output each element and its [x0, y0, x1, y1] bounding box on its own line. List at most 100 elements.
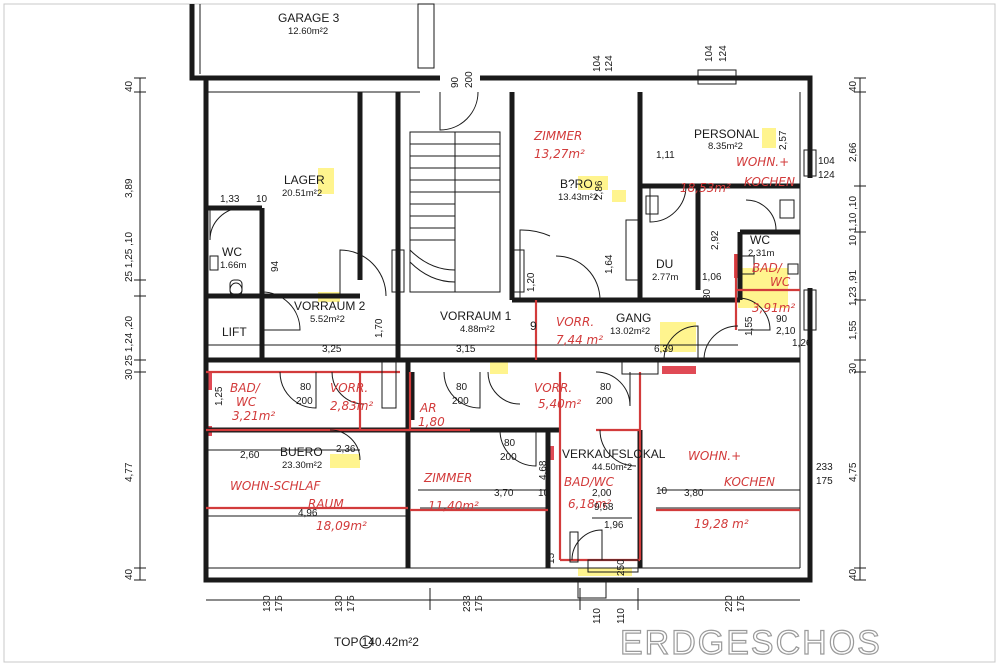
door-dim: 200	[596, 396, 613, 407]
sink-icon	[645, 195, 659, 215]
du-area: 2.77m	[652, 272, 678, 283]
dim-bot-110a: 110	[592, 608, 603, 624]
vorraum2-name: VORRAUM 2	[294, 299, 366, 313]
dim-mid-210: 2,10	[776, 326, 796, 337]
hw-small-2: 1,96	[604, 520, 624, 531]
hw-vorr-mid: VORR.	[556, 315, 594, 329]
dim-left-6: 4,77	[124, 462, 135, 482]
shower-icon	[625, 219, 641, 281]
dim-mid-315: 3,15	[456, 344, 476, 355]
hw-small-1: 2,00	[592, 488, 612, 499]
vorraum1-name: VORRAUM 1	[440, 309, 512, 323]
dim-left-3: 25 1,25 ,10	[124, 232, 135, 282]
dim-mid-90b: 90	[776, 314, 788, 325]
dim-left-1: 40	[124, 80, 135, 92]
dim-top-10: 10	[256, 194, 268, 205]
dim-bot-175b: 175	[346, 595, 357, 612]
page-frame	[3, 3, 996, 663]
dim-left-4: 25 1,24 ,20	[124, 316, 135, 366]
hw-bad-wc-bottom-area: 6,18m²	[568, 497, 611, 511]
dim-low-496: 4,96	[298, 508, 318, 519]
bottom-dimensions: 130 175 130 175 233 175 110 110 220 175 …	[262, 552, 747, 624]
room-labels: GARAGE 3 12.60m²2 LAGER 20.51m²2 WC 1.66…	[220, 11, 774, 473]
hw-bad-wc-left: BAD/	[230, 381, 262, 395]
hw-wohn-top: WOHN.+	[736, 155, 789, 169]
dim-low-233: 233	[816, 462, 833, 473]
verkaufslokal-name: VERKAUFSLOKAL	[562, 447, 666, 461]
hw-wohn-bottom: WOHN.+	[688, 449, 741, 463]
personal-name: PERSONAL	[694, 127, 760, 141]
sink-icon	[779, 199, 795, 219]
right-dimensions: 40 2,66 10 1,10 ,10 1,23 ,91 1,55 30 4,7…	[848, 80, 859, 580]
dim-top-292: 2,92	[710, 230, 721, 250]
vorraum1-area: 4.88m²2	[460, 324, 495, 335]
toilet-icon	[741, 255, 755, 275]
dim-mid-639: 6,39	[654, 344, 674, 355]
hw-vorr-left-area: 2,83m²	[330, 399, 373, 413]
footer: TOP 140.42m²2 ERDGESCHOS	[334, 623, 880, 662]
hw-vorr-center-area: 5,40m²	[538, 397, 581, 411]
red-new-walls	[206, 254, 800, 562]
dim-right-4: 1,23 ,91	[848, 269, 859, 306]
hw-bad-wc-left-area: 3,21m²	[232, 409, 275, 423]
dim-mid-120: 1,20	[526, 272, 537, 292]
total-area: TOP 140.42m²2	[334, 635, 419, 649]
dim-bot-220: 220	[724, 595, 735, 612]
hw-ar: AR	[419, 401, 437, 415]
hw-zimmer-top-area: 13,27m²	[534, 147, 585, 161]
dim-bot-110b: 110	[616, 608, 627, 624]
door-dim: 80	[600, 382, 612, 393]
hw-dim-380: 3,80	[684, 488, 704, 499]
hw-bad-wc-left-2: WC	[236, 395, 257, 409]
dim-left-5: 30	[124, 368, 135, 380]
dim-bot-233: 233	[462, 595, 473, 612]
dim-top-257: 2,57	[778, 130, 789, 150]
dim-top-124b: 124	[718, 45, 729, 62]
dim-mid-170: 1,70	[374, 318, 385, 338]
buero-top-area: 13.43m²2	[558, 192, 598, 203]
buero-bottom-name: BUERO	[280, 445, 323, 459]
dim-bot-15: 15	[546, 552, 557, 564]
dim-mid-164: 1,64	[604, 254, 615, 274]
wc-right-area: 2.31m	[748, 248, 774, 259]
dim-top-90: 90	[450, 76, 461, 88]
dim-right-8: 40	[848, 568, 859, 580]
dim-right-6: 30	[848, 362, 859, 374]
door-dim: 80	[300, 382, 312, 393]
door-dim: 200	[296, 396, 313, 407]
dim-right-7: 4,75	[848, 462, 859, 482]
dim-bot-130a: 130	[262, 595, 273, 612]
hw-kochen-bottom: KOCHEN	[724, 475, 775, 489]
buero-bottom-area: 23.30m²2	[282, 460, 322, 471]
dim-top-111: 1,11	[656, 150, 675, 161]
dim-bot-175a: 175	[274, 595, 285, 612]
dim-right-5: 1,55	[848, 320, 859, 340]
yellow-highlights	[318, 128, 788, 576]
dim-top-104b: 104	[704, 45, 715, 62]
hw-raum: RAUM	[308, 497, 344, 511]
door-dim: 200	[500, 452, 517, 463]
hw-wc-top: WC	[770, 275, 791, 289]
dim-mid-9: 9	[530, 319, 537, 333]
gang-name: GANG	[616, 311, 651, 325]
hw-wohn-bottom-area: 19,28 m²	[694, 517, 749, 531]
staircase	[391, 131, 525, 293]
hw-kochen-top: KOCHEN	[744, 175, 795, 189]
hw-vorr-center: VORR.	[534, 381, 572, 395]
dim-low-468: 4,68	[538, 460, 549, 480]
hw-dim-370: 3,70	[494, 488, 514, 499]
hw-wohn-schlaf-area: 18,09m²	[316, 519, 367, 533]
dim-left-2: 3,89	[124, 178, 135, 198]
dim-bot-175d: 175	[736, 595, 747, 612]
wc-right-name: WC	[750, 233, 770, 247]
dim-top-104c: 104	[818, 156, 835, 167]
dim-right-2: 2,66	[848, 142, 859, 162]
door-dim: 200	[452, 396, 469, 407]
dim-mid-325: 3,25	[322, 344, 342, 355]
dim-low-125: 1,25	[214, 386, 225, 406]
dim-top-200: 200	[464, 71, 475, 88]
dim-top-124a: 124	[604, 55, 615, 72]
dim-mid-94: 94	[270, 260, 281, 272]
dim-low-175: 175	[816, 476, 833, 487]
